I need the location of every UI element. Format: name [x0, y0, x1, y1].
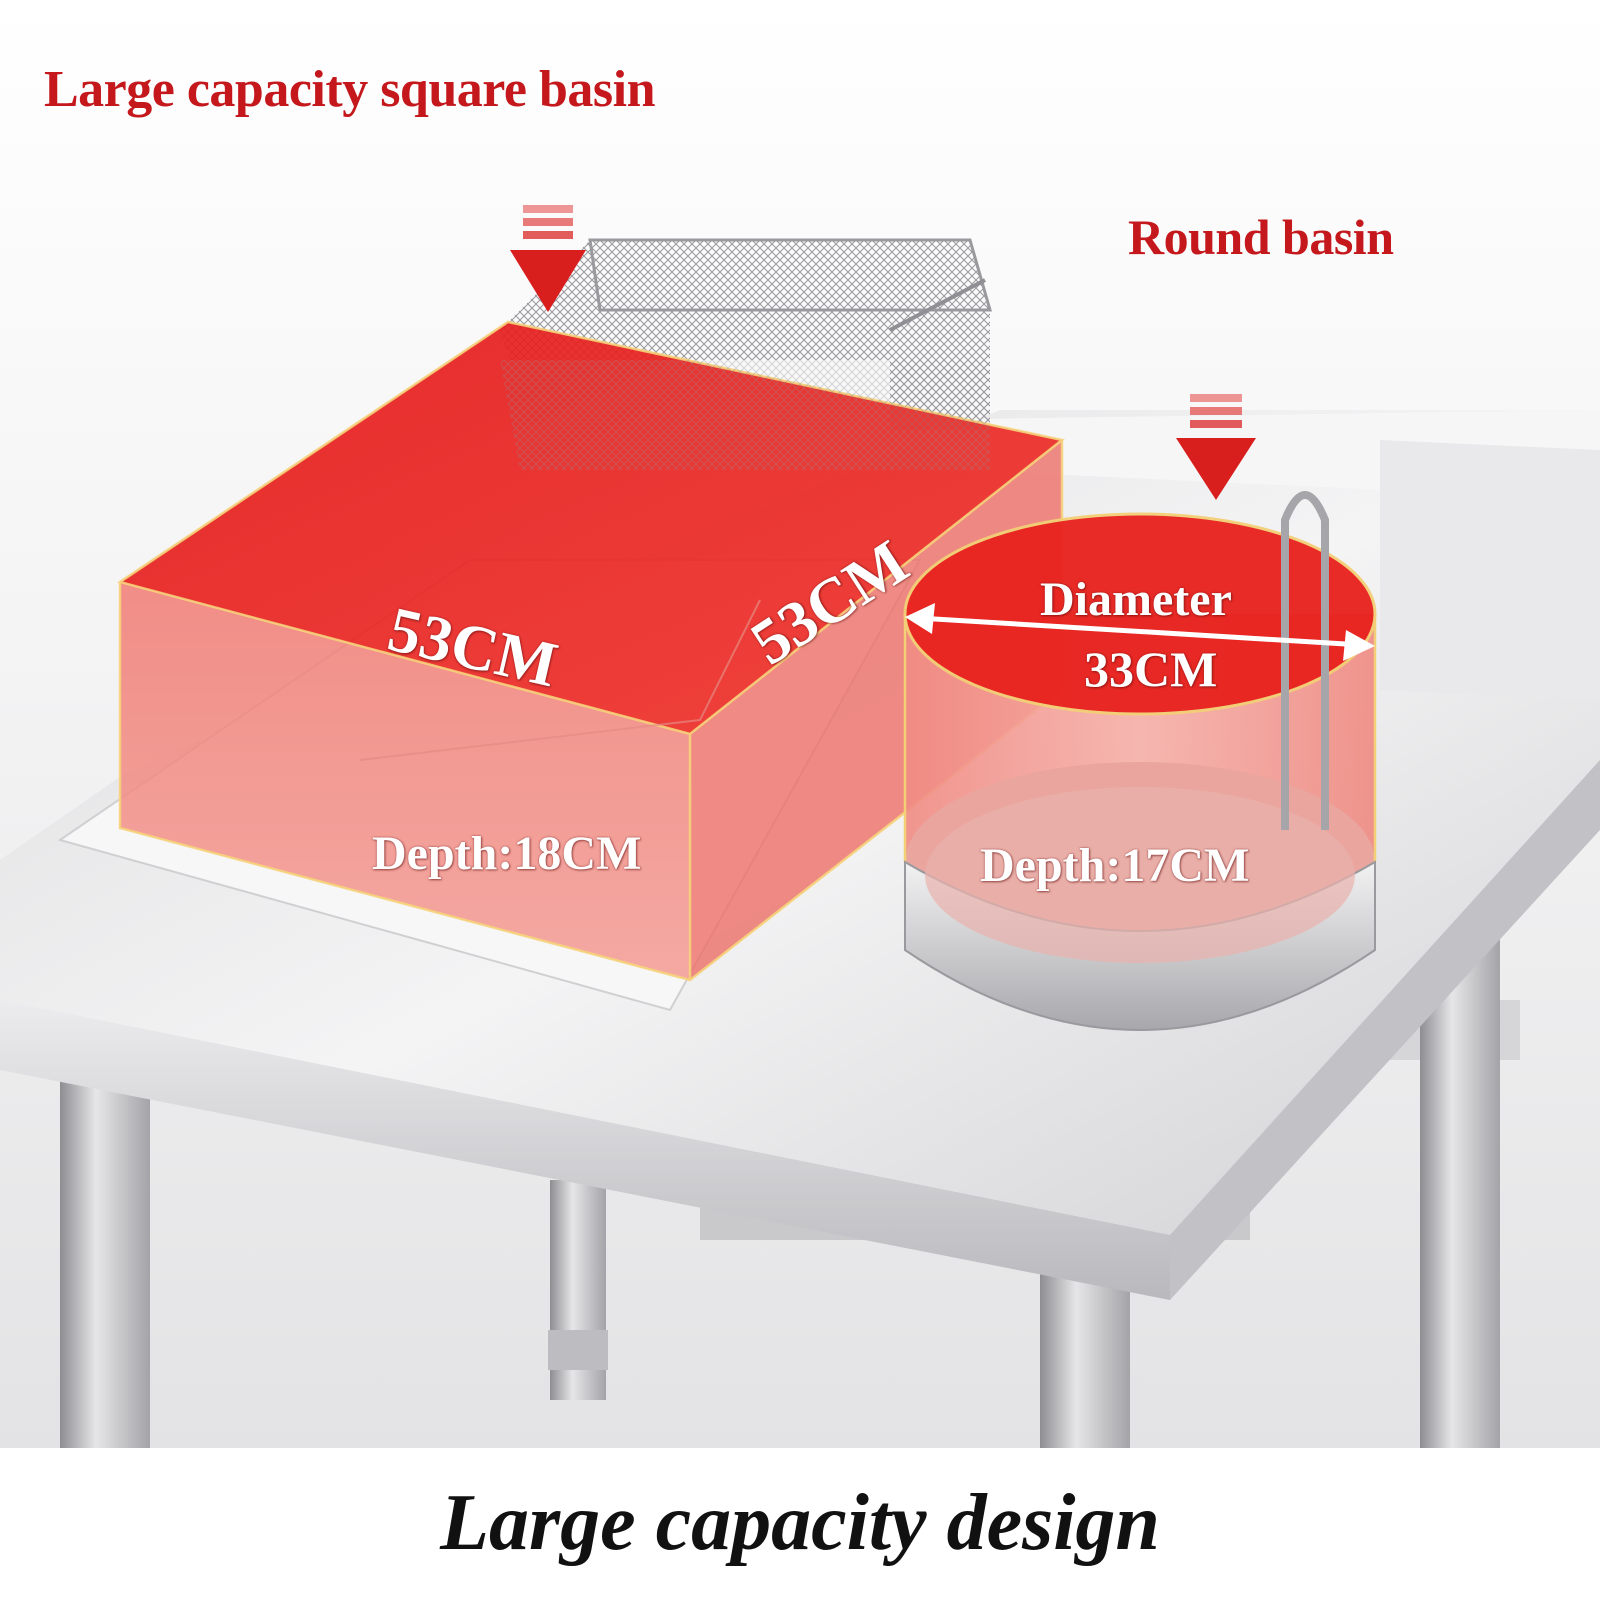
round-basin-arrow-icon [1176, 394, 1256, 500]
square-basin-depth-label: Depth:18CM [372, 827, 642, 880]
round-basin-depth-label: Depth:17CM [980, 839, 1250, 892]
diameter-arrow [917, 615, 1363, 648]
square-basin-title: Large capacity square basin [44, 61, 656, 118]
footer-banner: Large capacity design [0, 1448, 1600, 1600]
round-basin-title: Round basin [1128, 209, 1394, 265]
square-basin-arrow-icon [510, 205, 586, 312]
round-basin-diameter-label: Diameter [1040, 573, 1232, 626]
footer-caption: Large capacity design [440, 1479, 1160, 1567]
square-basin-front-face [120, 582, 690, 980]
round-basin-diameter-value: 33CM [1084, 641, 1218, 697]
